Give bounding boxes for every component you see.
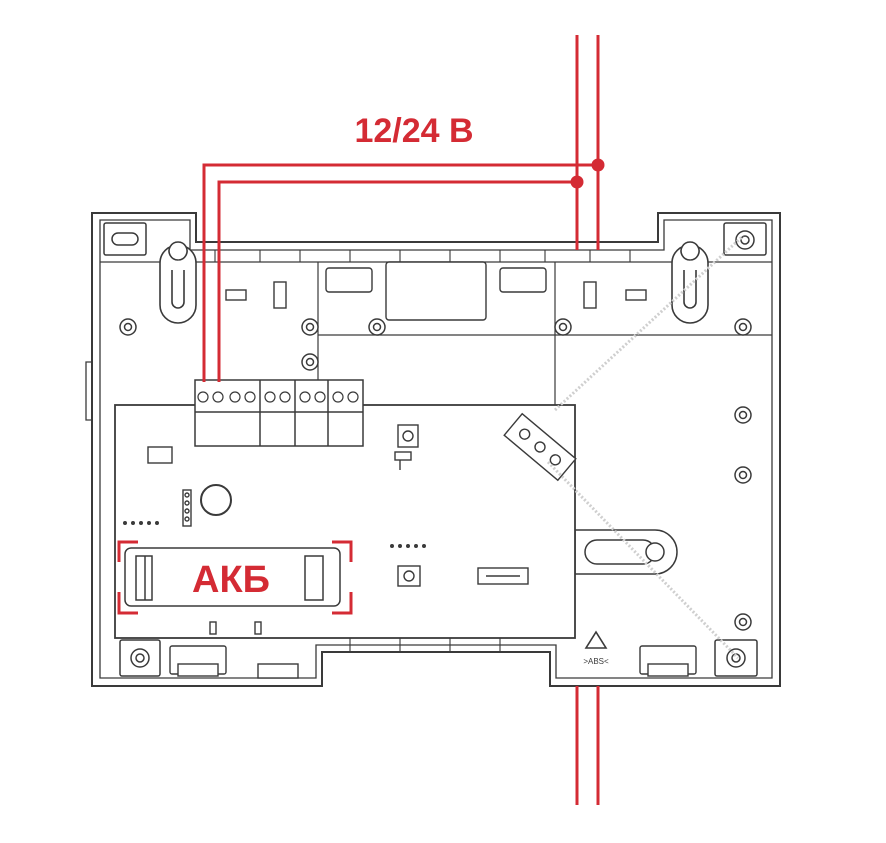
wire-branch-outer [202, 163, 598, 382]
wire-branch-inner [217, 180, 577, 382]
battery [124, 547, 341, 607]
battery-label: АКБ [192, 559, 270, 601]
side-tab-left [85, 361, 92, 421]
housing-outer-outline [91, 212, 781, 687]
keyhole-right [680, 241, 700, 309]
terminal-block [194, 379, 364, 447]
tamper-cable [546, 234, 745, 660]
pin-header [182, 489, 192, 527]
led-dots-center [390, 544, 426, 548]
jumper-b [254, 621, 262, 635]
voltage-label: 12/24 В [354, 112, 473, 150]
arrow-mark [584, 630, 608, 649]
housing-clips [225, 261, 647, 321]
angled-terminal [503, 412, 577, 482]
slider-bracket [574, 529, 678, 575]
push-button [397, 565, 421, 587]
tamper-switch [394, 424, 419, 470]
top-ribs [214, 250, 631, 262]
battery-brackets [117, 540, 353, 615]
abs-mark: >ABS< [583, 657, 609, 666]
bottom-ribs [349, 637, 501, 652]
wire-junctions [570, 158, 605, 189]
led-dots-left [123, 521, 159, 525]
buzzer [200, 484, 232, 516]
junction-inner [570, 175, 584, 189]
junction-outer [591, 158, 605, 172]
bottom-latches [169, 645, 697, 679]
keyhole-left [168, 241, 188, 309]
slot-top-left [111, 232, 139, 246]
small-connector [147, 446, 173, 464]
pcb-components [123, 412, 608, 649]
usb-connector [477, 567, 529, 585]
power-wires [202, 35, 600, 805]
jumper-a [209, 621, 217, 635]
corner-mounts [103, 222, 767, 677]
mounting-screws [119, 318, 752, 631]
